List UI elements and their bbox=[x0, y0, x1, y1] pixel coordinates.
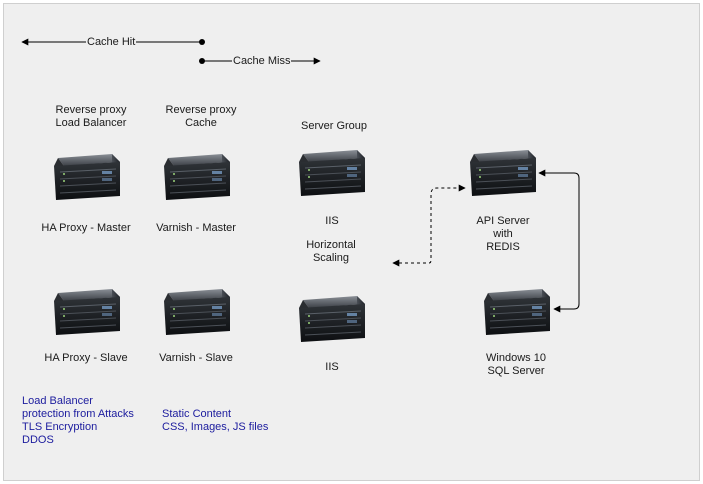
load-balancer-notes: Load Balancer protection from Attacks TL… bbox=[22, 395, 134, 446]
api-server-label: API Server with REDIS bbox=[476, 215, 530, 253]
cache-hit-label: Cache Hit bbox=[86, 36, 137, 49]
server-group-header: Server Group bbox=[300, 120, 368, 132]
diagram-canvas: Cache Hit Cache Miss Reverse proxy Load … bbox=[3, 3, 700, 481]
iis-1-server-icon bbox=[295, 148, 367, 198]
sql-server-icon bbox=[480, 287, 552, 337]
varnish-master-label: Varnish - Master bbox=[156, 222, 236, 234]
cache-miss-origin-dot bbox=[199, 58, 205, 64]
api-server-icon bbox=[466, 148, 538, 198]
haproxy-slave-server-icon bbox=[50, 287, 122, 337]
varnish-slave-label: Varnish - Slave bbox=[159, 352, 233, 364]
static-content-notes: Static Content CSS, Images, JS files bbox=[162, 408, 269, 433]
horizontal-scaling-label: Horizontal Scaling bbox=[306, 239, 356, 264]
haproxy-slave-label: HA Proxy - Slave bbox=[44, 352, 128, 364]
iis-2-label: IIS bbox=[325, 361, 339, 373]
haproxy-master-label: HA Proxy - Master bbox=[41, 222, 131, 234]
api-to-sql-connector bbox=[538, 169, 580, 313]
varnish-slave-server-icon bbox=[160, 287, 232, 337]
haproxy-master-server-icon bbox=[50, 152, 122, 202]
sql-server-label: Windows 10 SQL Server bbox=[486, 352, 546, 377]
reverse-proxy-lb-header: Reverse proxy Load Balancer bbox=[55, 104, 127, 129]
iis-1-label: IIS bbox=[325, 215, 339, 227]
reverse-proxy-cache-header: Reverse proxy Cache bbox=[165, 104, 237, 129]
cache-miss-label: Cache Miss bbox=[232, 55, 292, 68]
iis-2-server-icon bbox=[295, 294, 367, 344]
varnish-master-server-icon bbox=[160, 152, 232, 202]
scaling-to-api-connector bbox=[392, 184, 466, 267]
cache-hit-origin-dot bbox=[199, 39, 205, 45]
